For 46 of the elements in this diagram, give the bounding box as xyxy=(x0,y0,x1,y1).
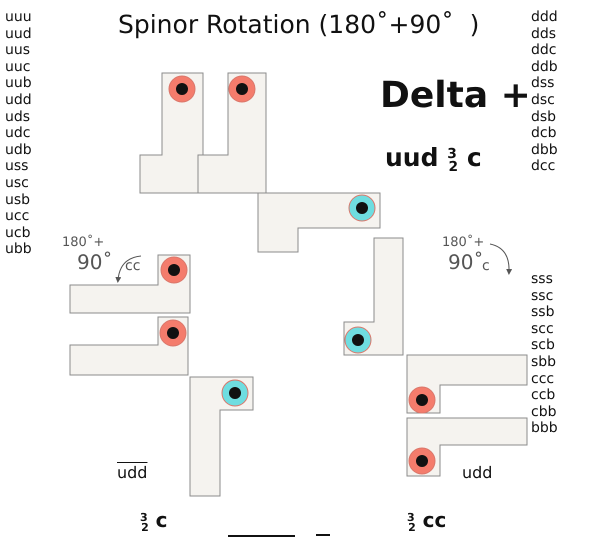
quark-combination: uub xyxy=(5,76,32,90)
quark-combination: uss xyxy=(5,159,28,174)
quark-combination: usc xyxy=(5,176,29,190)
rotation-direction: cc xyxy=(125,259,140,273)
quark-combination: uuc xyxy=(5,60,30,74)
quark-content: udd xyxy=(117,465,148,481)
quark-combination: dbb xyxy=(531,142,558,157)
rotation-angle: 180˚+ xyxy=(62,236,104,249)
quark-combination: ddc xyxy=(531,43,556,58)
quark-combination: ddd xyxy=(531,10,558,24)
quark-combination: ucb xyxy=(5,226,30,240)
quark-combination: uud xyxy=(5,26,32,41)
quark-combination: sbb xyxy=(531,355,556,369)
rotation-angle: 180˚+ xyxy=(442,236,484,249)
quark-combination: scb xyxy=(531,338,555,352)
title: Spinor Rotation (180˚+90˚ ) xyxy=(118,12,480,37)
quark-combination: udb xyxy=(5,142,32,157)
rotation-direction: c xyxy=(482,259,490,273)
quark-combination: dcb xyxy=(531,126,556,140)
quark-combination: dss xyxy=(531,76,554,90)
quark-combination: uuu xyxy=(5,10,32,24)
quark-combination: cbb xyxy=(531,404,556,419)
rotation-angle: 90˚ xyxy=(77,252,112,272)
quark-combination: usb xyxy=(5,192,30,207)
quark-combination: dcc xyxy=(531,159,556,174)
quark-combination: dsc xyxy=(531,93,555,107)
quark-combination: ssc xyxy=(531,288,554,303)
quark-combination: ubb xyxy=(5,242,32,256)
quark-content: udd xyxy=(462,465,492,481)
quark-combination: ssb xyxy=(531,305,554,320)
quark-content: uud $^{3}$$_{2}$ c xyxy=(385,145,482,170)
quark-combination: scc xyxy=(531,322,554,336)
quark-combination: ccb xyxy=(531,388,556,402)
quark-combination: uus xyxy=(5,43,30,58)
quark-combination: dds xyxy=(531,26,556,41)
quark-combination: sss xyxy=(531,272,553,286)
quark-combination: ucc xyxy=(5,209,30,224)
quark-combination: ddb xyxy=(531,60,558,74)
quark-combination: ccc xyxy=(531,372,554,386)
quark-combination: udd xyxy=(5,93,32,107)
quark-combination: dsb xyxy=(531,110,556,124)
quark-combination: uds xyxy=(5,110,30,124)
rotation-angle: 90˚ xyxy=(448,252,484,272)
quark-combination: bbb xyxy=(531,421,558,436)
particle-name: Delta + xyxy=(380,78,531,114)
quark-combination: udc xyxy=(5,126,30,140)
